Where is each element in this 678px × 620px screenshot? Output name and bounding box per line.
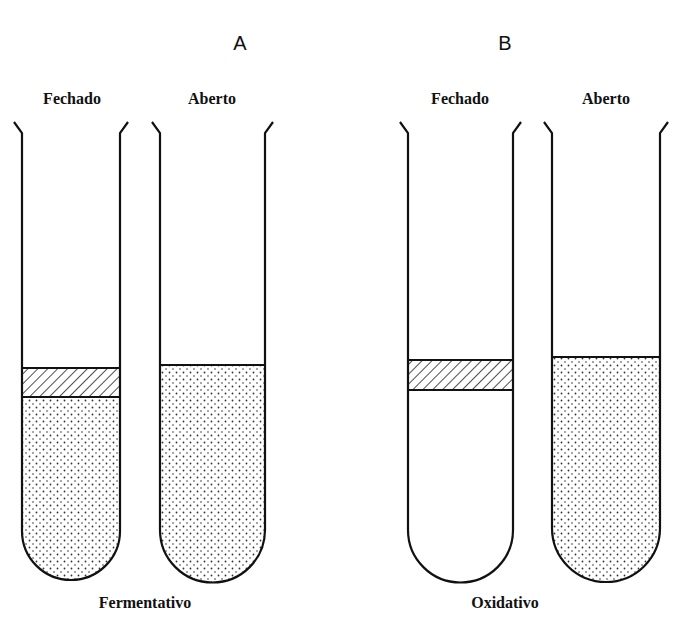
group-letter: A — [233, 32, 246, 55]
tube-label: Aberto — [582, 90, 630, 108]
result-label: Fermentativo — [99, 594, 191, 612]
result-label: Oxidativo — [471, 594, 539, 612]
group-letter: B — [498, 32, 511, 55]
tube-label: Fechado — [43, 90, 101, 108]
tube-label: Fechado — [431, 90, 489, 108]
tube-label: Aberto — [188, 90, 236, 108]
